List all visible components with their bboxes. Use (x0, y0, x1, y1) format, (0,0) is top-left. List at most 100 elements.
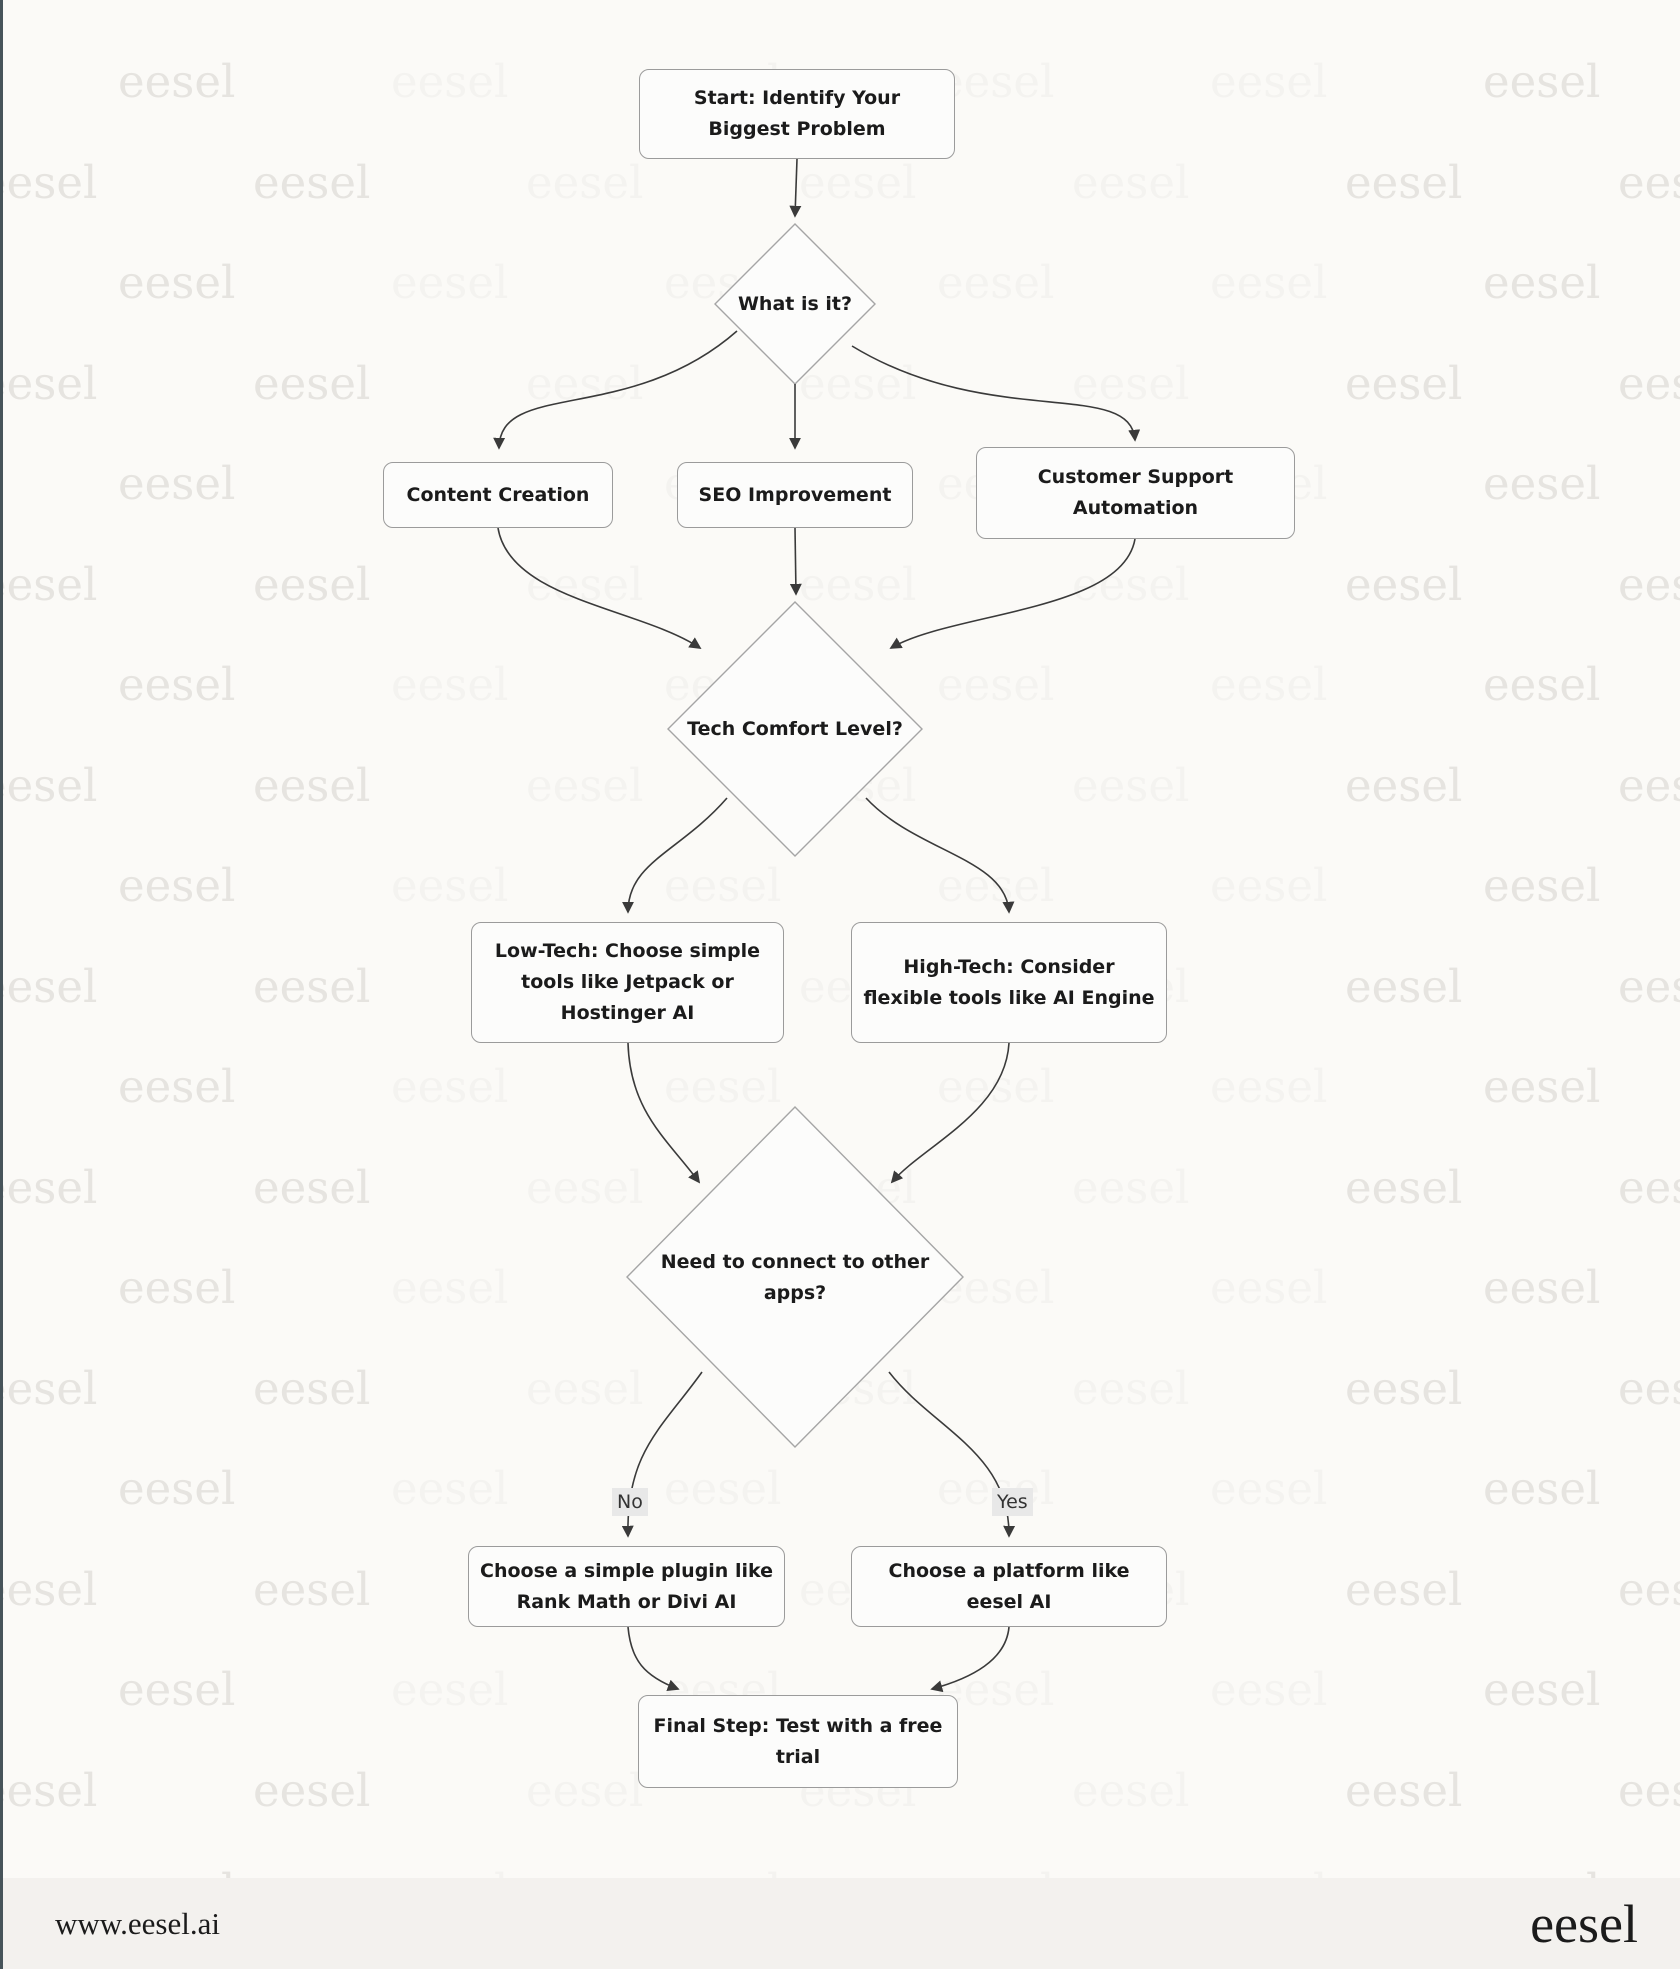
watermark-text: eesel (1618, 155, 1680, 209)
edge-platform-to-final (930, 1626, 1010, 1693)
watermark-text: eesel (1618, 1562, 1680, 1616)
watermark-text: eesel (526, 1160, 644, 1214)
watermark-text: eesel (1345, 557, 1463, 611)
watermark-text: eesel (1210, 1060, 1328, 1113)
watermark-text: eesel (937, 859, 1055, 912)
watermark-text: eesel (1210, 1462, 1328, 1515)
node-simple-plugin: Choose a simple plugin like Rank Math or… (468, 1546, 785, 1627)
watermark-text: eesel (0, 1562, 98, 1616)
watermark-text: eesel (1618, 758, 1680, 812)
watermark-text: eesel (1210, 55, 1328, 108)
watermark-text: eesel (253, 1763, 371, 1817)
watermark-text: eesel (118, 1663, 236, 1716)
watermark-text: eesel (1072, 1361, 1190, 1415)
edge-tech-to-lowtech (622, 797, 728, 914)
watermark-text: eesel (391, 1060, 509, 1113)
edge-support-to-tech (889, 538, 1136, 649)
watermark-text: eesel (799, 557, 917, 611)
watermark-text: eesel (1072, 1763, 1190, 1817)
watermark-text: eesel (526, 1361, 644, 1415)
watermark-text: eesel (1345, 155, 1463, 209)
edge-seo-to-tech (789, 527, 802, 596)
node-what-is-it-label: What is it? (737, 292, 853, 315)
watermark-text: eesel (0, 1160, 98, 1214)
watermark-text: eesel (118, 55, 236, 108)
page-left-border (0, 0, 3, 1969)
watermark-text: eesel (1618, 356, 1680, 410)
edge-what-to-content (493, 330, 738, 450)
watermark-text: eesel (1345, 1562, 1463, 1616)
watermark-text: eesel (1072, 155, 1190, 209)
watermark-text: eesel (1483, 859, 1601, 912)
watermark-text: eesel (0, 356, 98, 410)
watermark-text: eesel (1345, 758, 1463, 812)
node-connect-apps-label: Need to connect to other apps? (660, 1250, 930, 1304)
watermark-text: eesel (1345, 1160, 1463, 1214)
watermark-text: eesel (0, 1361, 98, 1415)
footer-url: www.eesel.ai (55, 1905, 220, 1941)
watermark-text: eesel (118, 1060, 236, 1113)
watermark-text: eesel (391, 859, 509, 912)
watermark-text: eesel (253, 1160, 371, 1214)
watermark-text: eesel (253, 758, 371, 812)
watermark-text: eesel (1345, 356, 1463, 410)
watermark-text: eesel (391, 55, 509, 108)
connect-apps-diamond-shape (626, 1106, 964, 1448)
watermark-text: eesel (391, 1663, 509, 1716)
watermark-text: eesel (1483, 1663, 1601, 1716)
edge-lowtech-to-connect (627, 1042, 701, 1184)
watermark-text: eesel (118, 1261, 236, 1314)
edge-label-yes: Yes (992, 1488, 1033, 1516)
watermark-text: eesel (526, 356, 644, 410)
watermark-text: eesel (1483, 658, 1601, 711)
edge-start-to-what (789, 158, 802, 218)
tech-comfort-diamond-shape (667, 601, 923, 857)
watermark-text: eesel (253, 557, 371, 611)
watermark-text: eesel (253, 356, 371, 410)
edge-content-to-tech (497, 527, 702, 649)
node-final-step: Final Step: Test with a free trial (638, 1695, 958, 1788)
watermark-text: eesel (1483, 1462, 1601, 1515)
watermark-text: eesel (118, 256, 236, 309)
watermark-text: eesel (1618, 1160, 1680, 1214)
watermark-text: eesel (0, 1763, 98, 1817)
node-tech-comfort-label: Tech Comfort Level? (687, 717, 903, 740)
watermark-text: eesel (799, 155, 917, 209)
watermark-text: eesel (391, 1462, 509, 1515)
watermark-text: eesel (253, 959, 371, 1013)
watermark-text: eesel (0, 959, 98, 1013)
node-low-tech: Low-Tech: Choose simple tools like Jetpa… (471, 922, 784, 1043)
watermark-text: eesel (0, 758, 98, 812)
watermark-text: eesel (253, 1361, 371, 1415)
eesel-logo: eesel (1530, 1893, 1638, 1954)
watermark-text: eesel (1072, 557, 1190, 611)
watermark-text: eesel (1483, 55, 1601, 108)
watermark-text: eesel (1072, 758, 1190, 812)
watermark-text: eesel (1210, 256, 1328, 309)
footer: www.eesel.ai eesel (0, 1878, 1680, 1969)
edge-connect-yes-to-platform (888, 1371, 1016, 1538)
watermark-text: eesel (118, 859, 236, 912)
edge-tech-to-hightech (865, 797, 1015, 914)
watermark-text: eesel (664, 859, 782, 912)
watermark-text: eesel (1618, 959, 1680, 1013)
watermark-text: eesel (1483, 457, 1601, 510)
watermark-text: eesel (1072, 1160, 1190, 1214)
watermark-text: eesel (118, 1462, 236, 1515)
node-customer-support: Customer Support Automation (976, 447, 1295, 539)
watermark-text: eesel (799, 356, 917, 410)
watermark-text: eesel (391, 1261, 509, 1314)
watermark-text: eesel (0, 155, 98, 209)
watermark-text: eesel (1618, 1361, 1680, 1415)
edge-what-to-support (851, 345, 1141, 442)
watermark-text: eesel (526, 1763, 644, 1817)
watermark-text: eesel (1345, 959, 1463, 1013)
watermark-text: eesel (664, 1060, 782, 1113)
watermark-text: eesel (1072, 356, 1190, 410)
watermark-text: eesel (1345, 1763, 1463, 1817)
watermark-text: eesel (391, 658, 509, 711)
watermark-text: eesel (391, 256, 509, 309)
